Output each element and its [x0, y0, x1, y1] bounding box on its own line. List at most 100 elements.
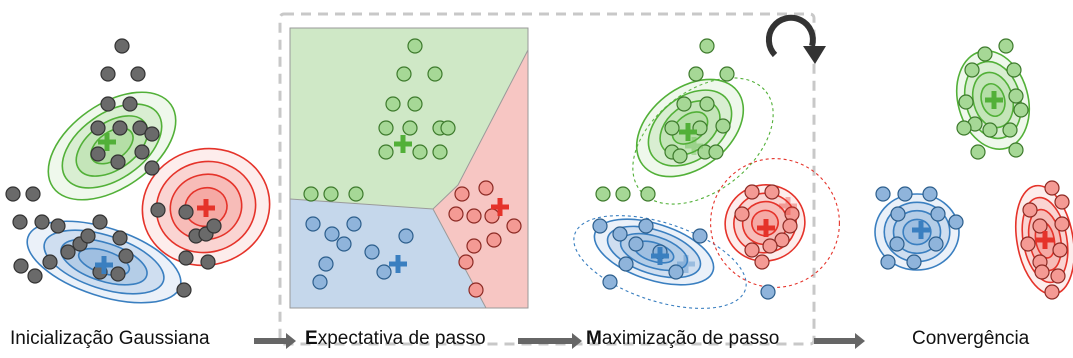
expectation-panel-border — [289, 27, 529, 309]
data-point — [638, 218, 654, 234]
plus-icon — [651, 247, 669, 265]
plus-icon — [757, 219, 775, 237]
data-point — [615, 186, 631, 202]
data-point — [664, 120, 680, 136]
data-point — [897, 186, 913, 202]
old-red-contours — [710, 158, 840, 288]
caption-expectation-text: xpectativa de passo — [317, 328, 486, 349]
data-point — [50, 218, 66, 234]
caption-maximization-text: aximização de passo — [601, 328, 780, 349]
data-point — [595, 186, 611, 202]
caption-maximization-step: Maximização de passo — [586, 328, 779, 350]
data-point — [178, 250, 194, 266]
data-point — [506, 218, 522, 234]
old-green-mean-plus-icon — [685, 137, 703, 155]
data-point — [176, 282, 192, 298]
data-point — [112, 230, 128, 246]
data-point — [612, 226, 628, 242]
data-point — [12, 214, 28, 230]
data-point — [303, 186, 319, 202]
plus-icon — [679, 123, 697, 141]
data-point — [25, 186, 41, 202]
data-point — [396, 66, 412, 82]
data-point — [144, 126, 160, 142]
data-point — [1022, 202, 1038, 218]
data-point — [774, 232, 790, 248]
data-point — [42, 254, 58, 270]
data-point — [378, 144, 394, 160]
data-point — [458, 254, 474, 270]
data-point — [150, 202, 166, 218]
caption-expectation-step: Expectativa de passo — [305, 328, 486, 350]
data-point — [672, 148, 688, 164]
data-point — [100, 66, 116, 82]
data-point — [478, 180, 494, 196]
data-point — [134, 144, 150, 160]
data-point — [1013, 102, 1029, 118]
caption-expectation-initial: E — [305, 328, 318, 349]
plus-icon — [491, 198, 509, 216]
data-point — [468, 282, 484, 298]
data-point — [668, 264, 684, 280]
data-point — [964, 62, 980, 78]
right-arrow-icon — [814, 333, 865, 349]
data-point — [875, 186, 891, 202]
data-point — [407, 38, 423, 54]
data-point — [206, 218, 222, 234]
data-point — [889, 236, 905, 252]
data-point — [1044, 180, 1060, 196]
data-point — [699, 38, 715, 54]
plus-icon — [95, 256, 113, 274]
right-arrow-icon — [518, 333, 582, 349]
data-point — [90, 120, 106, 136]
data-point — [114, 38, 130, 54]
data-point — [592, 218, 608, 234]
plus-icon — [197, 199, 215, 217]
data-point — [110, 266, 126, 282]
data-point — [412, 144, 428, 160]
data-point — [708, 144, 724, 160]
data-point — [378, 120, 394, 136]
plus-icon — [389, 255, 407, 273]
data-point — [466, 208, 482, 224]
data-point — [364, 244, 380, 260]
data-point — [385, 96, 401, 112]
data-point — [92, 214, 108, 230]
data-point — [112, 120, 128, 136]
data-point — [1044, 284, 1060, 300]
data-point — [27, 268, 43, 284]
red-region — [433, 50, 528, 308]
data-point — [90, 146, 106, 162]
data-point — [312, 274, 328, 290]
data-point — [782, 218, 798, 234]
data-point — [484, 208, 500, 224]
plus-icon — [98, 133, 116, 151]
data-point — [734, 206, 750, 222]
data-point — [324, 226, 340, 242]
data-point — [958, 94, 974, 110]
data-point — [618, 256, 634, 272]
data-point — [466, 238, 482, 254]
data-point — [970, 144, 986, 160]
data-point — [948, 214, 964, 230]
plus-icon — [985, 91, 1003, 109]
data-point — [144, 160, 160, 176]
data-point — [336, 236, 352, 252]
data-point — [427, 66, 443, 82]
data-point — [1020, 236, 1036, 252]
data-point — [200, 254, 216, 270]
caption-initialization-text: Inicialização Gaussiana — [10, 328, 210, 349]
data-point — [448, 206, 464, 222]
data-point — [688, 66, 704, 82]
data-point — [122, 96, 138, 112]
data-point — [60, 244, 76, 260]
caption-initialization: Inicialização Gaussiana — [10, 328, 210, 350]
data-point — [1054, 194, 1070, 210]
data-point — [930, 206, 946, 222]
data-point — [715, 118, 731, 134]
old-blue-mean-plus-icon — [677, 255, 695, 273]
data-point — [628, 236, 644, 252]
data-point — [744, 184, 760, 200]
caption-convergence-text: Convergência — [912, 328, 1030, 349]
data-point — [130, 66, 146, 82]
